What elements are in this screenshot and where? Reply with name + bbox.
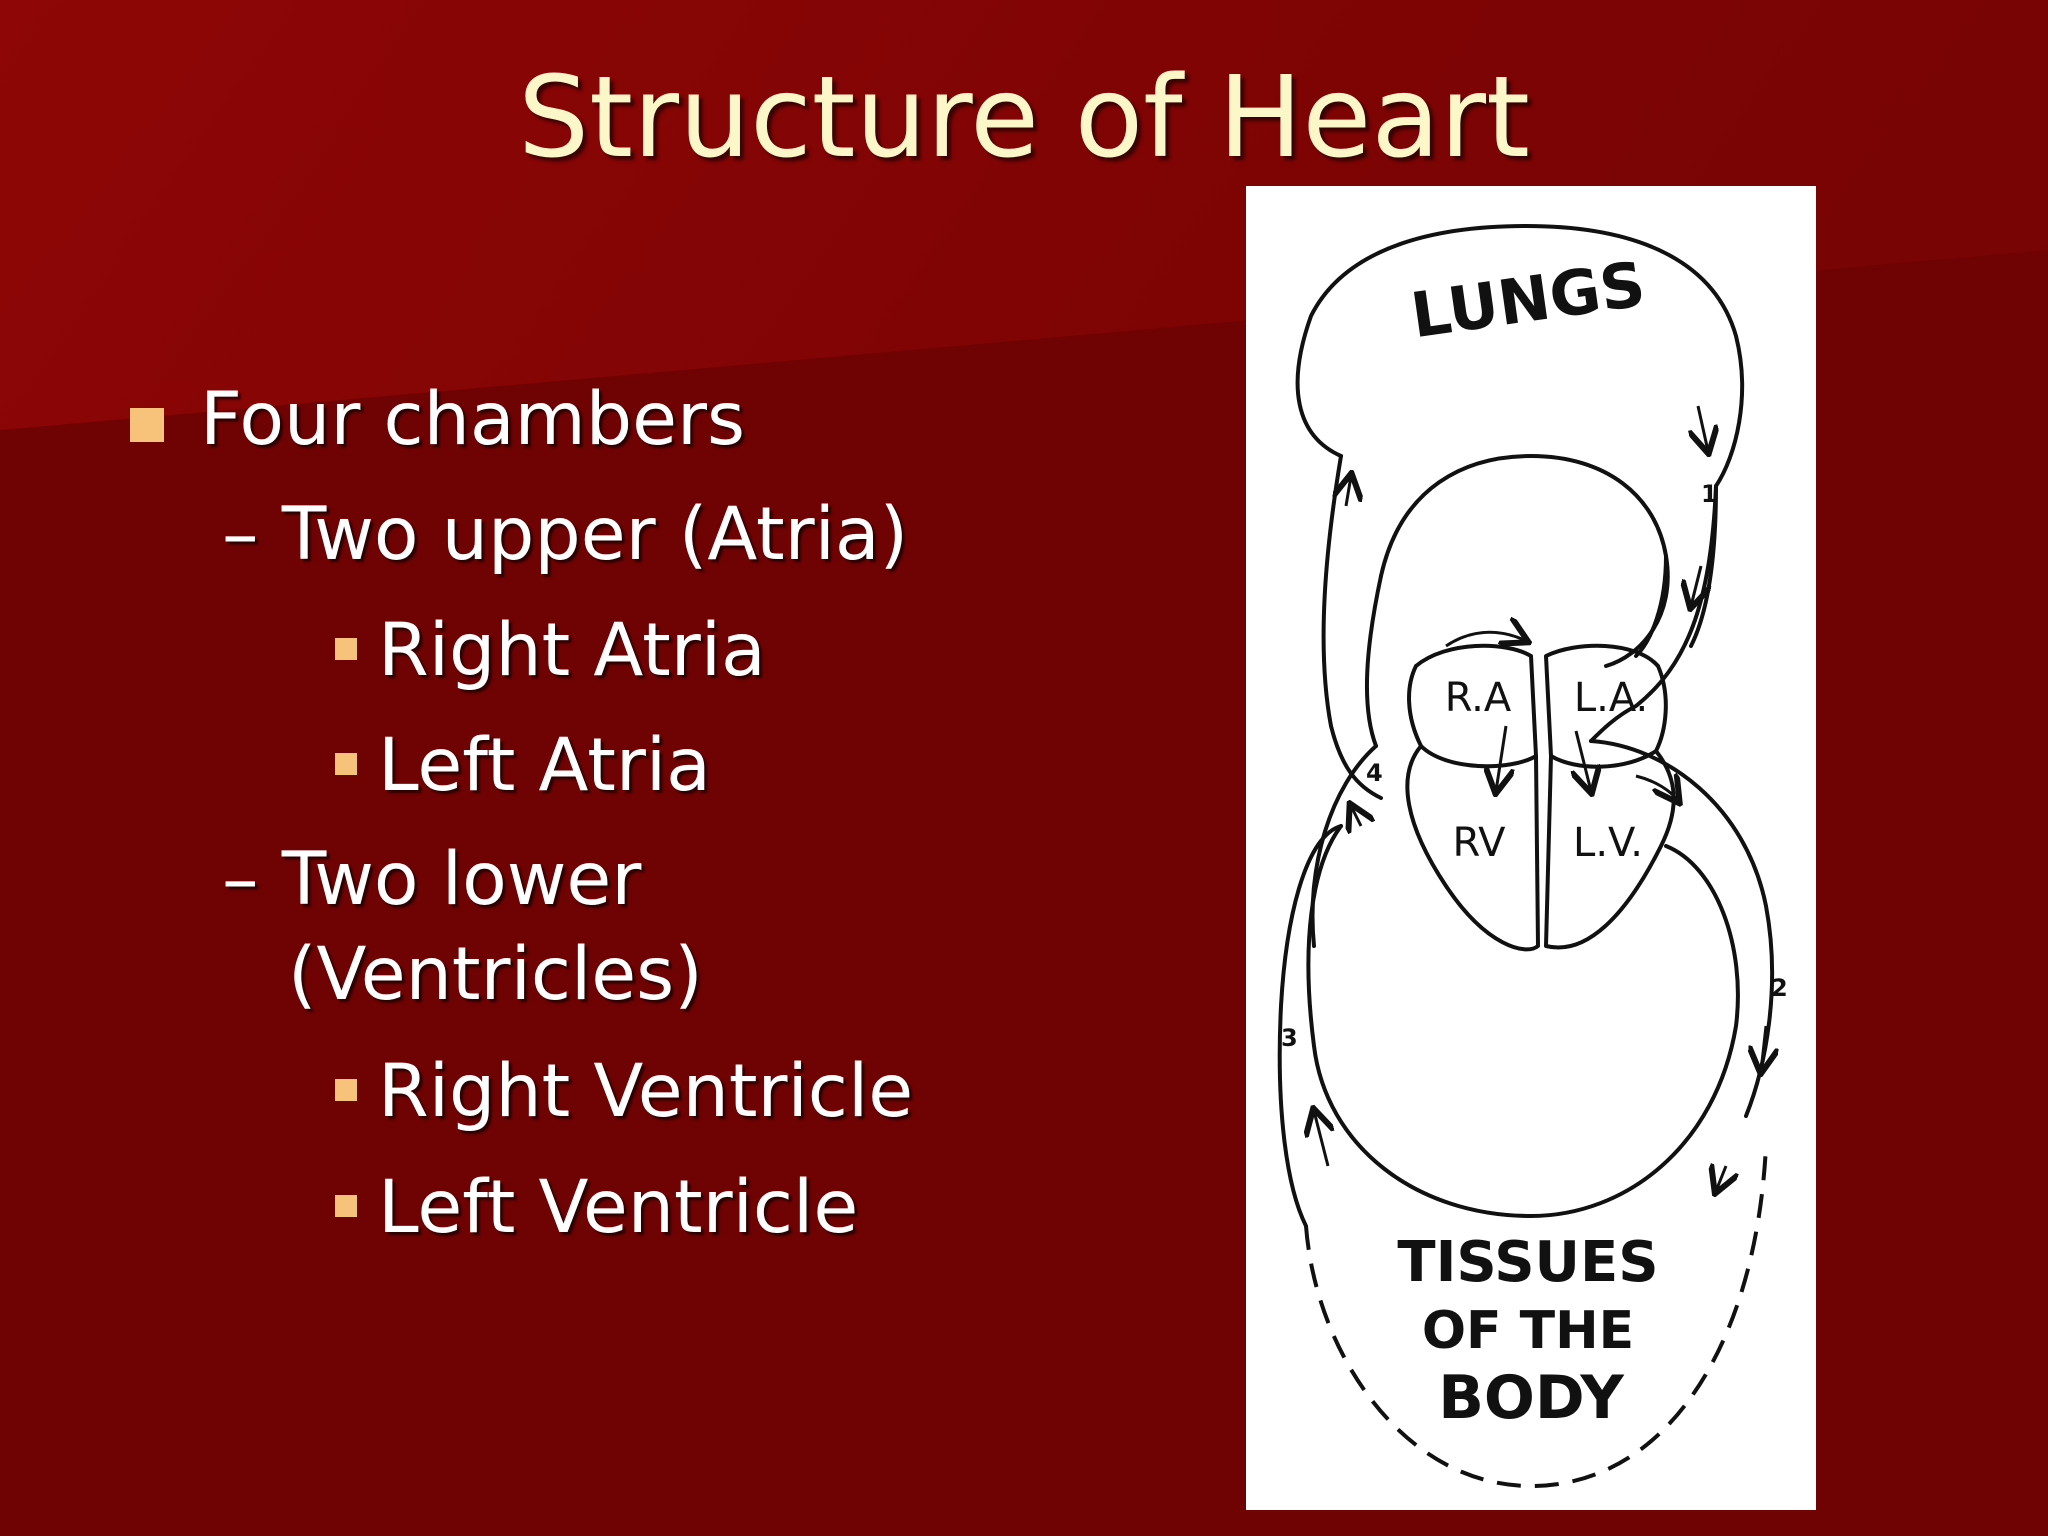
- bullet-right-ventricle: Right Ventricle: [378, 1049, 914, 1134]
- bullet-left-atria: Left Atria: [378, 723, 711, 808]
- flow-arrow-7: [1761, 1025, 1766, 1071]
- bullet-small-square-icon: [335, 1195, 357, 1217]
- slide-title: Structure of Heart: [518, 53, 1530, 183]
- label-number-1: 1: [1701, 480, 1718, 508]
- lungs-outline: [1295, 224, 1745, 743]
- flow-arrow-8: [1716, 1166, 1726, 1191]
- body-dashed-outline: [1304, 1145, 1768, 1489]
- flow-arrow-9: [1314, 1111, 1328, 1167]
- label-body: BODY: [1438, 1363, 1625, 1433]
- systemic-inner-loop: [1306, 824, 1740, 1218]
- bullet-small-square-icon: [335, 1079, 357, 1101]
- bullet-right-atria: Right Atria: [378, 608, 766, 693]
- label-tissues: TISSUES: [1397, 1230, 1658, 1295]
- systemic-outer-loop: [1589, 739, 1775, 1118]
- bullet-left-ventricle: Left Ventricle: [378, 1165, 859, 1250]
- bullet-square-icon: [130, 408, 164, 442]
- flow-arrow-6: [1635, 776, 1678, 801]
- label-right-atrium: R.A: [1445, 675, 1512, 721]
- label-right-ventricle: RV: [1453, 820, 1507, 866]
- flow-arrow-10: [1351, 806, 1361, 826]
- bullet-ventricles: (Ventricles): [288, 932, 703, 1017]
- label-left-atrium: L.A.: [1574, 675, 1648, 721]
- lungs-inner-outline: [1379, 454, 1670, 668]
- flow-arrow-5: [1576, 730, 1591, 791]
- label-left-ventricle: L.V.: [1573, 820, 1643, 866]
- bullet-small-square-icon: [335, 638, 357, 660]
- flow-arrow-1: [1698, 405, 1708, 451]
- label-number-2: 2: [1771, 974, 1788, 1002]
- circulation-diagram-svg: LUNGS R.A L.A. RV L.V. TISSUES OF THE BO…: [1277, 224, 1788, 1489]
- flow-arrow-11: [1346, 476, 1351, 507]
- label-of-the: OF THE: [1422, 1301, 1634, 1361]
- bullet-two-upper: – Two upper (Atria): [222, 492, 909, 577]
- flow-arrow-4: [1496, 725, 1506, 791]
- bullet-list: Four chambers – Two upper (Atria) Right …: [130, 377, 914, 1250]
- label-number-3: 3: [1281, 1024, 1298, 1052]
- circulation-diagram: LUNGS R.A L.A. RV L.V. TISSUES OF THE BO…: [1246, 186, 1816, 1510]
- flow-arrow-3: [1445, 632, 1526, 648]
- bullet-small-square-icon: [335, 753, 357, 775]
- label-number-4: 4: [1366, 759, 1383, 787]
- label-lungs: LUNGS: [1407, 247, 1650, 352]
- right-ventricle-outline: [1405, 744, 1540, 952]
- bullet-four-chambers: Four chambers: [200, 377, 746, 462]
- flow-arrow-2: [1691, 565, 1701, 606]
- bullet-two-lower: – Two lower: [222, 837, 642, 922]
